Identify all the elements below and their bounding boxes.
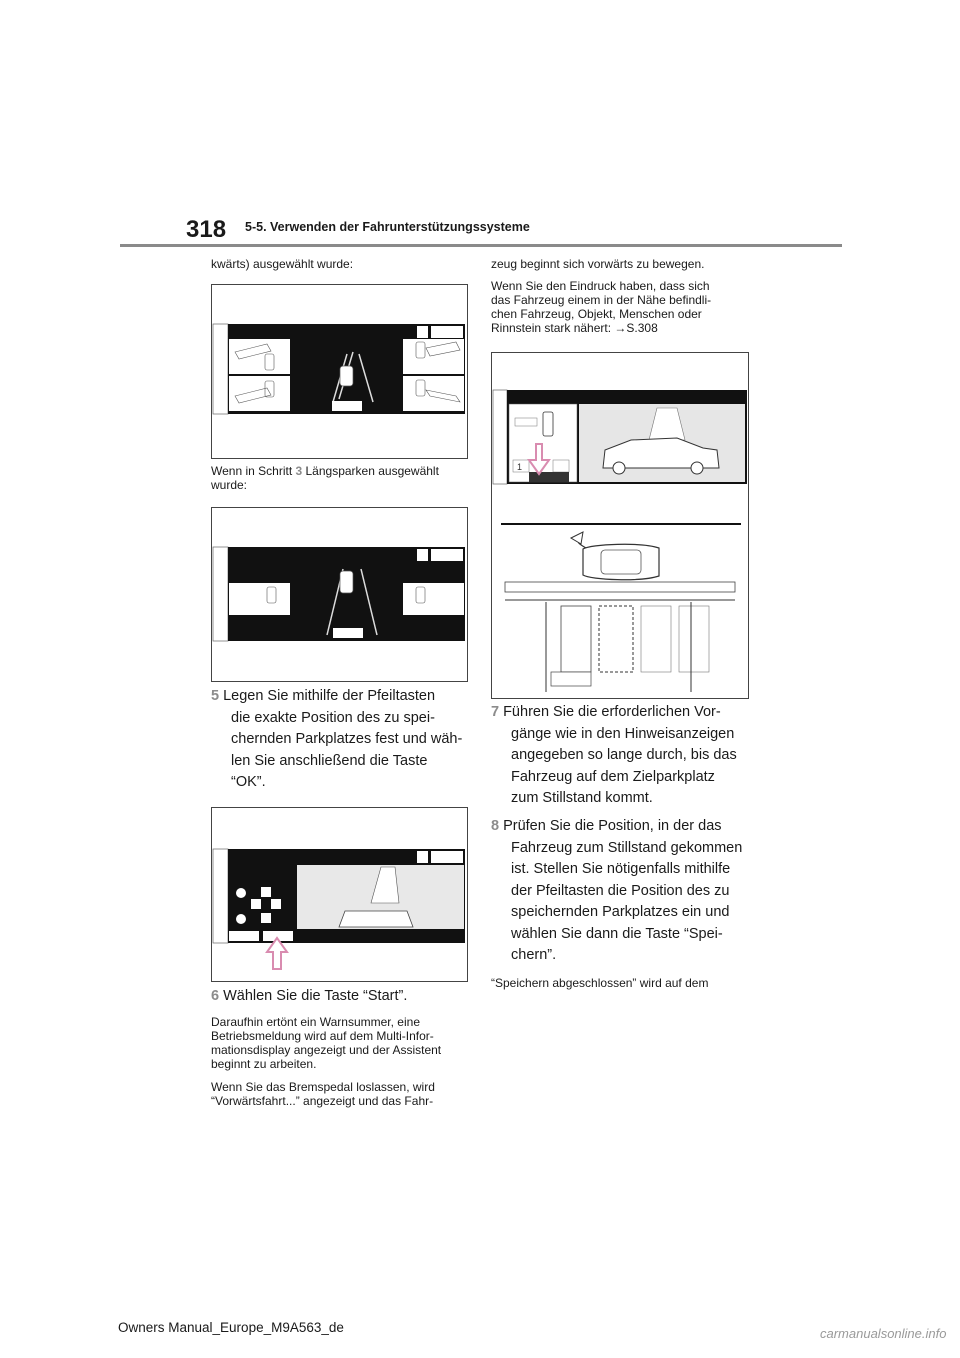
step-number: 7	[491, 704, 500, 720]
section-title: 5-5. Verwenden der Fahrunterstützungssys…	[245, 220, 530, 234]
figure-start-screen	[211, 807, 468, 982]
para-saved: “Speichern abgeschlossen” wird auf dem	[491, 976, 709, 990]
figure-parallel-parking	[211, 507, 468, 682]
figure-guidance: 1	[491, 352, 749, 699]
watermark: carmanualsonline.info	[820, 1326, 947, 1341]
para-brake: Wenn Sie das Bremspedal loslassen, wird …	[211, 1080, 435, 1108]
screen-digit: 1	[517, 462, 523, 472]
footer-text: Owners Manual_Europe_M9A563_de	[118, 1320, 344, 1335]
step-number: 6	[211, 988, 220, 1004]
page-number: 318	[186, 216, 227, 243]
header-rule	[120, 244, 842, 247]
para-warnsummer: Daraufhin ertönt ein Warnsummer, eine Be…	[211, 1015, 442, 1071]
step-number: 5	[211, 688, 220, 704]
figure-angled-parking	[211, 284, 468, 459]
step-number: 8	[491, 818, 500, 834]
intro-text: kwärts) ausgewählt wurde:	[211, 257, 354, 271]
caption-parallel: Wenn in Schritt 3 Längsparken ausgewählt…	[211, 464, 439, 492]
para-forward: zeug beginnt sich vorwärts zu bewegen.	[491, 257, 705, 271]
para-proximity: Wenn Sie den Eindruck haben, dass sich d…	[491, 279, 712, 335]
